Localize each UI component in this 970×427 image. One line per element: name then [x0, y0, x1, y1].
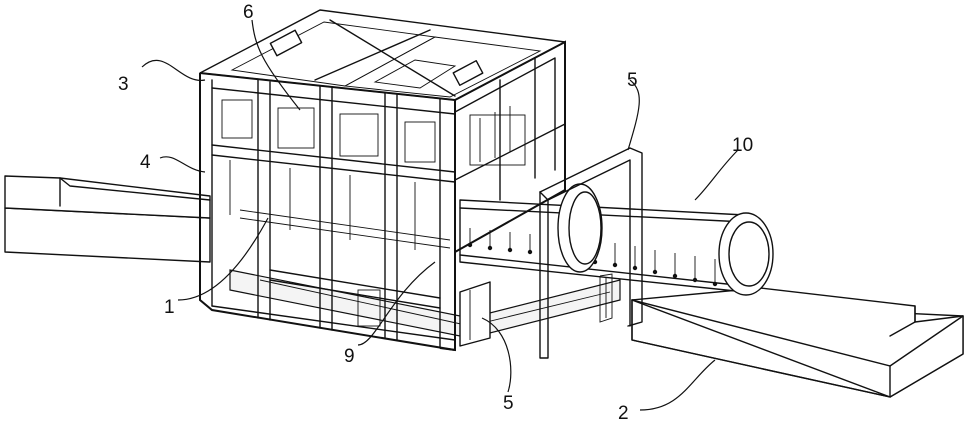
label-9: 9	[344, 346, 355, 367]
pipe-10	[460, 184, 773, 295]
label-6: 6	[243, 2, 254, 23]
right-rail	[632, 288, 963, 397]
label-5-top: 5	[627, 70, 638, 91]
frame-3	[200, 10, 565, 350]
label-3: 3	[118, 74, 129, 95]
label-1: 1	[164, 297, 175, 318]
label-10: 10	[732, 135, 753, 156]
label-4: 4	[140, 152, 151, 173]
machine-bed	[230, 270, 620, 338]
label-2: 2	[618, 403, 629, 424]
left-rail	[5, 176, 210, 262]
label-5-bottom: 5	[503, 393, 514, 414]
